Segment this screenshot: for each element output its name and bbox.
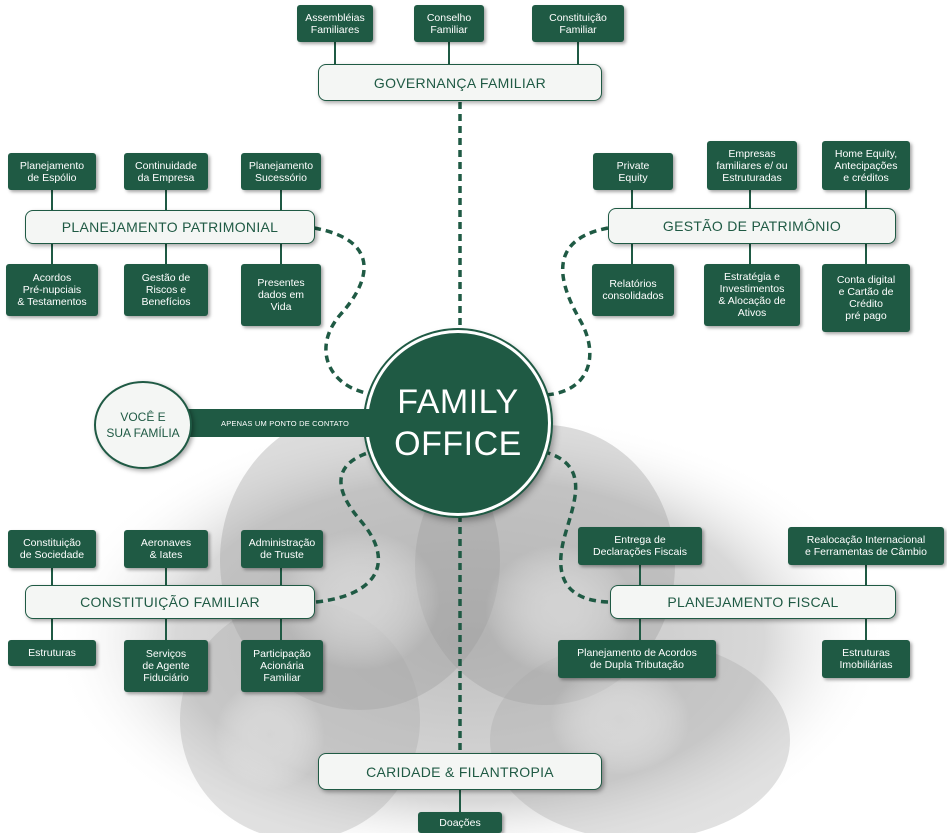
constituicao-item-estruturas: Estruturas	[8, 640, 96, 666]
patrimonial-item-presentes: Presentes dados em Vida	[241, 264, 321, 326]
patrimonial-item-continuidade: Continuidade da Empresa	[124, 153, 208, 190]
fiscal-item-dupla-tributacao: Planejamento de Acordos de Dupla Tributa…	[558, 640, 716, 678]
center-line1: FAMILY	[397, 383, 519, 421]
contact-label: APENAS UM PONTO DE CONTATO	[221, 418, 349, 428]
voce-e-sua-familia-circle: VOCÊ E SUA FAMÍLIA	[94, 381, 192, 469]
gestao-item-empresas: Empresas familiares e/ ou Estruturadas	[707, 141, 797, 190]
fiscal-item-realocacao: Realocação Internacional e Ferramentas d…	[788, 527, 944, 565]
constituicao-item-agente-fiduciario: Serviços de Agente Fiduciário	[124, 640, 208, 692]
constituicao-item-truste: Administração de Truste	[241, 530, 323, 568]
center-line2: OFFICE	[394, 425, 522, 463]
constituicao-item-aeronaves: Aeronaves & Iates	[124, 530, 208, 568]
caridade-item-doacoes: Doações	[418, 812, 502, 833]
gestao-item-private-equity: Private Equity	[593, 153, 673, 190]
patrimonial-item-espolio: Planejamento de Espólio	[8, 153, 96, 190]
constituicao-item-sociedade: Constituição de Sociedade	[8, 530, 96, 568]
planejamento-fiscal-box: PLANEJAMENTO FISCAL	[610, 585, 896, 619]
fiscal-item-declaracoes: Entrega de Declarações Fiscais	[578, 527, 702, 565]
governanca-item-conselho: Conselho Familiar	[414, 5, 484, 42]
governanca-item-constituicao: Constituição Familiar	[532, 5, 624, 42]
patrimonial-item-riscos: Gestão de Riscos e Benefícios	[124, 264, 208, 316]
patrimonial-item-sucessorio: Planejamento Sucessório	[241, 153, 321, 190]
gestao-item-home-equity: Home Equity, Antecipações e créditos	[822, 141, 910, 190]
you-line2: SUA FAMÍLIA	[106, 426, 180, 440]
gestao-item-conta-digital: Conta digital e Cartão de Crédito pré pa…	[822, 264, 910, 332]
contact-bar: APENAS UM PONTO DE CONTATO	[180, 409, 372, 437]
gestao-item-relatorios: Relatórios consolidados	[592, 264, 674, 316]
planejamento-patrimonial-box: PLANEJAMENTO PATRIMONIAL	[25, 210, 315, 244]
constituicao-familiar-box: CONSTITUIÇÃO FAMILIAR	[25, 585, 315, 619]
gestao-item-estrategia: Estratégia e Investimentos & Alocação de…	[704, 264, 800, 326]
you-line1: VOCÊ E	[120, 410, 166, 424]
family-office-circle: FAMILY OFFICE	[365, 330, 551, 516]
caridade-filantropia-box: CARIDADE & FILANTROPIA	[318, 753, 602, 790]
fiscal-item-imobiliarias: Estruturas Imobiliárias	[822, 640, 910, 678]
gestao-patrimonio-box: GESTÃO DE PATRIMÔNIO	[608, 208, 896, 244]
constituicao-item-participacao: Participação Acionária Familiar	[241, 640, 323, 692]
governanca-item-assembleias: Assembléias Familiares	[297, 5, 373, 42]
patrimonial-item-acordos: Acordos Pré-nupciais & Testamentos	[6, 264, 98, 316]
governanca-familiar-box: GOVERNANÇA FAMILIAR	[318, 64, 602, 101]
